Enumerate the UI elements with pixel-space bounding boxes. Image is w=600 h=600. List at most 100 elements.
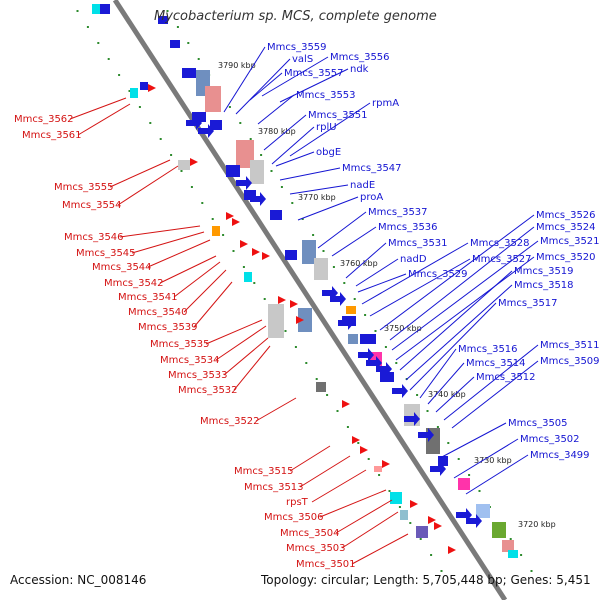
gene-label[interactable]: Mmcs_3553 — [296, 90, 356, 101]
gene-feature[interactable] — [236, 140, 254, 168]
gene-label[interactable]: proA — [360, 192, 383, 203]
gene-feature[interactable] — [205, 86, 221, 112]
gene-arrow-red[interactable] — [226, 212, 234, 220]
gene-label[interactable]: Mmcs_3505 — [508, 418, 568, 429]
gene-feature[interactable] — [476, 504, 490, 518]
gene-feature[interactable] — [360, 334, 376, 344]
gene-label[interactable]: nadD — [400, 254, 427, 265]
gene-label[interactable]: Mmcs_3520 — [536, 252, 596, 263]
gene-arrow-red[interactable] — [240, 240, 248, 248]
gene-feature[interactable] — [400, 510, 408, 520]
gene-label[interactable]: Mmcs_3535 — [150, 339, 210, 350]
gene-arrow-blue[interactable] — [392, 384, 408, 398]
gene-feature[interactable] — [210, 120, 222, 130]
gene-arrow-blue[interactable] — [430, 462, 446, 476]
gene-label[interactable]: valS — [292, 54, 313, 65]
gene-arrow-red[interactable] — [352, 436, 360, 444]
gene-label[interactable]: Mmcs_3529 — [408, 269, 468, 280]
gene-arrow-red[interactable] — [342, 400, 350, 408]
gene-label[interactable]: Mmcs_3534 — [160, 355, 220, 366]
gene-arrow-blue[interactable] — [404, 412, 420, 426]
gene-arrow-blue[interactable] — [186, 116, 202, 130]
gene-arrow-red[interactable] — [232, 218, 240, 226]
gene-label[interactable]: Mmcs_3499 — [530, 450, 590, 461]
gene-arrow-blue[interactable] — [236, 176, 252, 190]
gene-label[interactable]: rpmA — [372, 98, 399, 109]
gene-arrow-blue[interactable] — [376, 362, 392, 376]
gene-label[interactable]: Mmcs_3524 — [536, 222, 596, 233]
gene-label[interactable]: Mmcs_3541 — [118, 292, 178, 303]
gene-feature[interactable] — [100, 4, 110, 14]
gene-label[interactable]: Mmcs_3533 — [168, 370, 228, 381]
gene-label[interactable]: ndk — [350, 64, 369, 75]
gene-feature[interactable] — [298, 308, 312, 332]
gene-arrow-red[interactable] — [448, 546, 456, 554]
gene-arrow-blue[interactable] — [358, 348, 374, 362]
gene-label[interactable]: obgE — [316, 147, 341, 158]
gene-feature[interactable] — [158, 16, 168, 24]
gene-label[interactable]: Mmcs_3547 — [342, 163, 402, 174]
gene-label[interactable]: Mmcs_3531 — [388, 238, 448, 249]
gene-label[interactable]: Mmcs_3521 — [540, 236, 600, 247]
gene-label[interactable]: Mmcs_3506 — [264, 512, 324, 523]
gene-label[interactable]: nadE — [350, 180, 375, 191]
gene-arrow-red[interactable] — [290, 300, 298, 308]
gene-label[interactable]: Mmcs_3542 — [104, 278, 164, 289]
gene-feature[interactable] — [130, 88, 138, 98]
gene-feature[interactable] — [380, 372, 394, 382]
gene-label[interactable]: Mmcs_3559 — [267, 42, 327, 53]
gene-label[interactable]: Mmcs_3545 — [76, 248, 136, 259]
gene-label[interactable]: Mmcs_3513 — [244, 482, 304, 493]
gene-feature[interactable] — [140, 82, 148, 90]
gene-label[interactable]: Mmcs_3517 — [498, 298, 558, 309]
gene-feature[interactable] — [502, 540, 514, 552]
gene-feature[interactable] — [182, 68, 196, 78]
gene-feature[interactable] — [270, 210, 282, 220]
gene-label[interactable]: Mmcs_3512 — [476, 372, 536, 383]
gene-feature[interactable] — [458, 478, 470, 490]
gene-label[interactable]: Mmcs_3562 — [14, 114, 74, 125]
gene-feature[interactable] — [404, 404, 420, 426]
gene-feature[interactable] — [508, 550, 518, 558]
gene-label[interactable]: Mmcs_3532 — [178, 385, 238, 396]
gene-feature[interactable] — [438, 456, 448, 466]
gene-label[interactable]: Mmcs_3537 — [368, 207, 428, 218]
gene-arrow-red[interactable] — [410, 500, 418, 508]
gene-arrow-blue[interactable] — [338, 316, 354, 330]
gene-arrow-blue[interactable] — [466, 514, 482, 528]
gene-feature[interactable] — [192, 112, 206, 122]
gene-feature[interactable] — [170, 40, 180, 48]
gene-label[interactable]: Mmcs_3556 — [330, 52, 390, 63]
gene-label[interactable]: Mmcs_3527 — [472, 254, 532, 265]
gene-arrow-red[interactable] — [148, 84, 156, 92]
gene-feature[interactable] — [302, 240, 316, 264]
gene-label[interactable]: Mmcs_3515 — [234, 466, 294, 477]
gene-feature[interactable] — [492, 522, 506, 538]
gene-arrow-red[interactable] — [262, 252, 270, 260]
gene-arrow-blue[interactable] — [198, 124, 214, 138]
gene-feature[interactable] — [314, 258, 328, 280]
gene-feature[interactable] — [316, 382, 326, 392]
gene-label[interactable]: Mmcs_3536 — [378, 222, 438, 233]
gene-label[interactable]: Mmcs_3522 — [200, 416, 260, 427]
gene-feature[interactable] — [212, 226, 220, 236]
gene-arrow-red[interactable] — [434, 522, 442, 530]
gene-label[interactable]: Mmcs_3551 — [308, 110, 368, 121]
gene-arrow-red[interactable] — [296, 316, 304, 324]
gene-feature[interactable] — [374, 466, 382, 472]
gene-feature[interactable] — [244, 190, 256, 200]
gene-label[interactable]: Mmcs_3516 — [458, 344, 518, 355]
gene-label[interactable]: Mmcs_3544 — [92, 262, 152, 273]
gene-label[interactable]: Mmcs_3509 — [540, 356, 600, 367]
gene-label[interactable]: Mmcs_3519 — [514, 266, 574, 277]
gene-arrow-blue[interactable] — [418, 428, 434, 442]
gene-feature[interactable] — [416, 526, 428, 538]
gene-arrow-red[interactable] — [252, 248, 260, 256]
gene-label[interactable]: Mmcs_3554 — [62, 200, 122, 211]
gene-arrow-red[interactable] — [382, 460, 390, 468]
gene-feature[interactable] — [390, 492, 402, 504]
gene-feature[interactable] — [348, 334, 358, 344]
gene-label[interactable]: Mmcs_3528 — [470, 238, 530, 249]
gene-label[interactable]: Mmcs_3546 — [64, 232, 124, 243]
gene-arrow-red[interactable] — [278, 296, 286, 304]
